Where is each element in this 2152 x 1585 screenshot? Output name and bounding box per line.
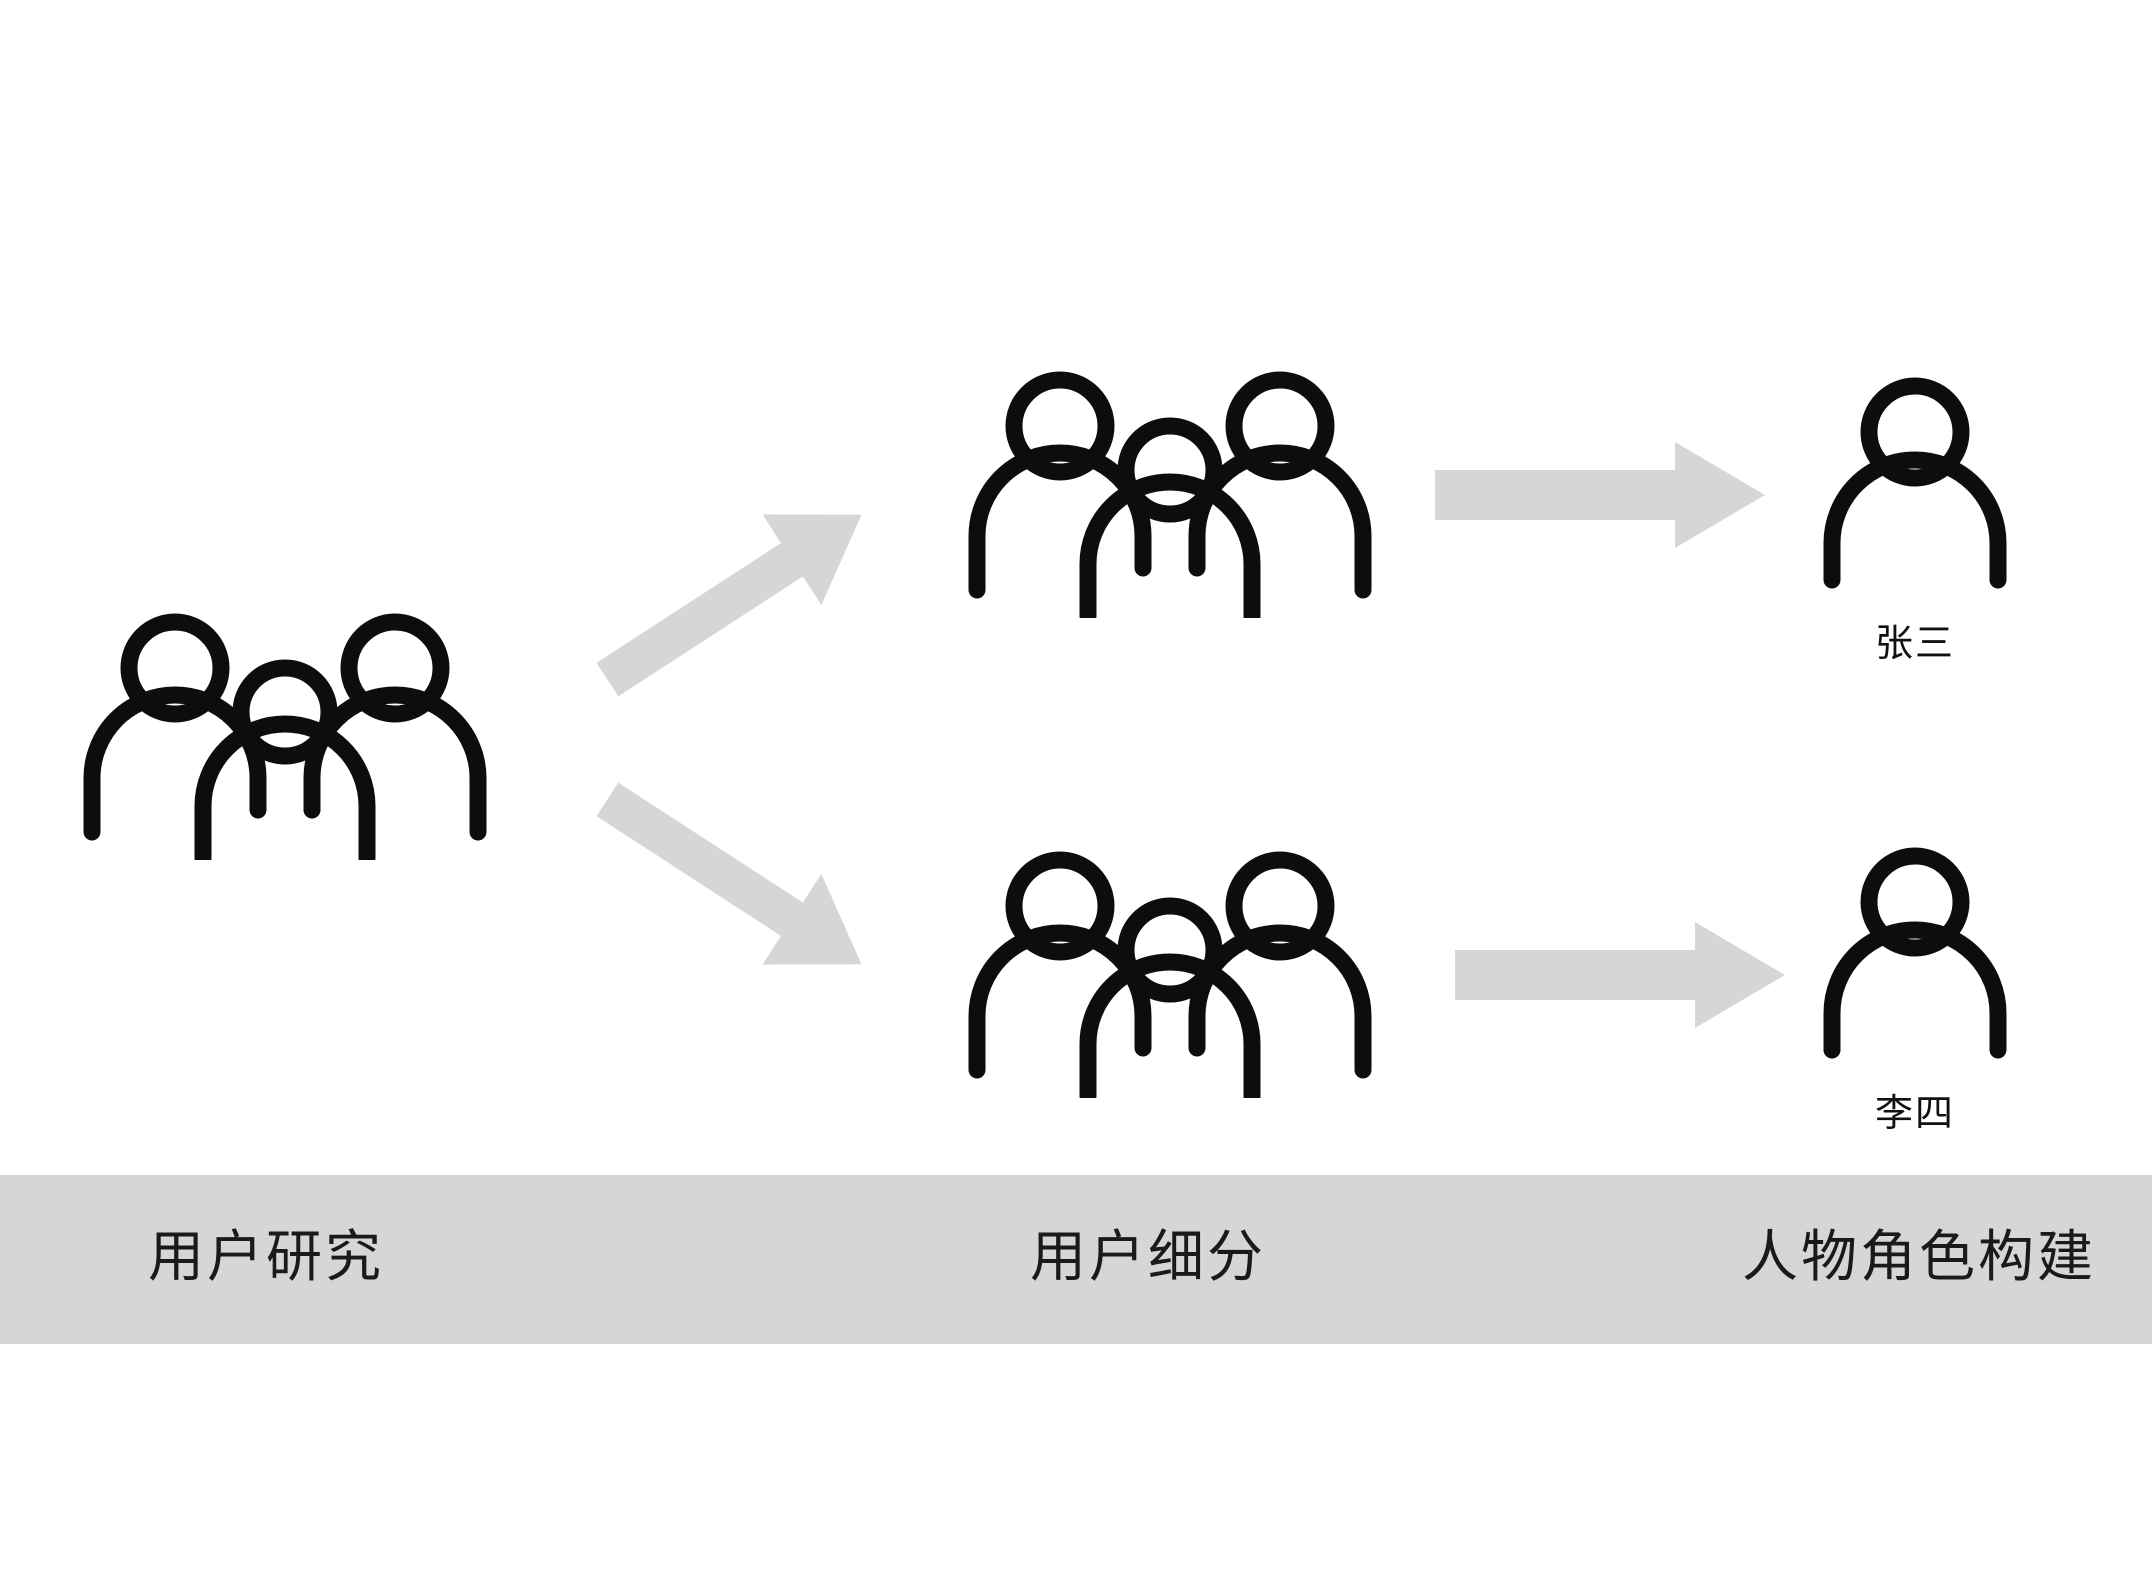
node-segment-group-1[interactable]	[955, 368, 1385, 618]
node-research-group[interactable]	[70, 610, 500, 860]
edge-research-to-segment-2	[595, 780, 905, 1005]
arrow-right-icon	[1455, 922, 1785, 1028]
edge-segment-2-to-persona-2	[1455, 920, 1785, 1030]
arrow-up-right-icon	[596, 514, 862, 697]
stage-label-user-research[interactable]: 用户研究	[148, 1225, 384, 1288]
persona-1-name: 张三	[1874, 623, 1955, 665]
people-group-icon	[968, 851, 1372, 1098]
people-group-icon	[968, 371, 1372, 618]
edge-segment-1-to-persona-1	[1435, 440, 1765, 550]
stage-bar: 用户研究 用户细分 人物角色构建	[0, 1175, 2152, 1344]
people-group-icon	[83, 613, 487, 860]
stage-label-user-segment[interactable]: 用户细分	[1030, 1225, 1266, 1288]
arrow-right-icon	[1435, 442, 1765, 548]
persona-2-name: 李四	[1874, 1093, 1955, 1135]
stage-label-persona-build[interactable]: 人物角色构建	[1742, 1225, 2096, 1288]
arrow-down-right-icon	[596, 782, 862, 965]
node-segment-group-2[interactable]	[955, 848, 1385, 1098]
node-persona-2[interactable]: 李四	[1815, 845, 2015, 1155]
node-persona-1[interactable]: 张三	[1815, 375, 2015, 685]
edge-research-to-segment-1	[595, 475, 905, 700]
single-person-icon	[1823, 847, 2007, 1059]
single-person-icon	[1823, 377, 2007, 589]
